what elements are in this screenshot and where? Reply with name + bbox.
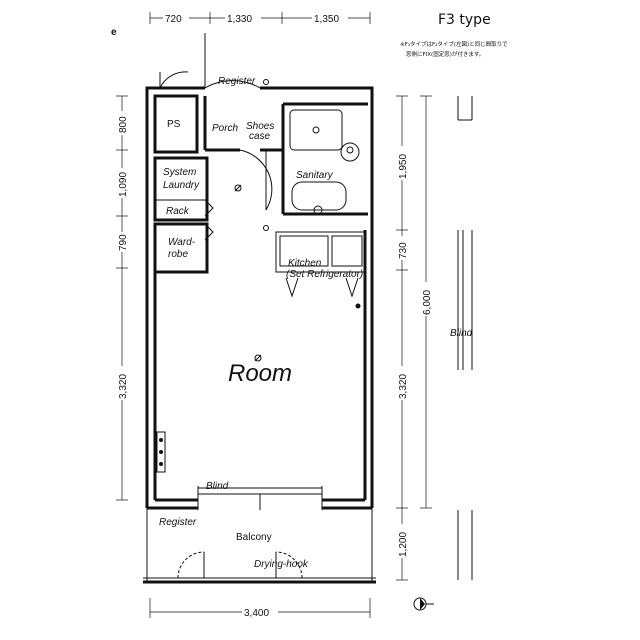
left-dimension-line <box>115 95 129 501</box>
dim-top-1330: 1,330 <box>227 14 252 25</box>
system-laundry-label-2: Laundry <box>163 180 200 191</box>
drying-hook-label: Drying-hook <box>254 559 309 570</box>
register-balcony-label: Register <box>159 517 197 528</box>
right-dimension-lines <box>395 95 433 581</box>
porch-label: Porch <box>212 123 239 134</box>
dim-left-790: 790 <box>118 234 129 251</box>
note-line-1: ※F₃タイプはF₂タイプ(左図)と同じ間取りで <box>400 40 508 48</box>
dim-top-720: 720 <box>165 14 182 25</box>
bottom-dimension-line <box>149 598 371 618</box>
ps-label: PS <box>167 119 181 130</box>
side-elevation <box>457 96 473 580</box>
top-dimension-line <box>149 12 371 24</box>
system-laundry-label-1: System <box>163 167 196 178</box>
dim-right-6000: 6,000 <box>422 290 433 315</box>
edge-fragment: e <box>111 27 117 38</box>
kitchen-label-2: (Set Refrigerator) <box>286 269 363 280</box>
dim-top-1350: 1,350 <box>314 14 339 25</box>
register-top-label: Register <box>218 76 256 87</box>
rack-label: Rack <box>166 206 190 217</box>
balcony-area <box>143 508 376 584</box>
dim-right-1950: 1,950 <box>398 154 409 179</box>
interior-walls <box>153 94 368 502</box>
wardrobe-label-1: Ward- <box>168 237 196 248</box>
wardrobe-label-2: robe <box>168 249 188 260</box>
doors <box>159 33 359 298</box>
ceiling-light-icon <box>234 146 354 362</box>
window-blind <box>197 486 323 510</box>
dim-left-1090: 1,090 <box>118 172 129 197</box>
shoes-case-label-2: case <box>249 131 271 142</box>
dim-right-730: 730 <box>398 242 409 259</box>
dim-left-800: 800 <box>118 116 129 133</box>
note-line-2: 窓側にFIX(固定窓)が付きます。 <box>406 50 484 58</box>
blind-side-label: Blind <box>450 328 473 339</box>
balcony-label: Balcony <box>236 532 272 543</box>
north-arrow-icon <box>413 597 434 611</box>
dim-right-1200: 1,200 <box>398 532 409 557</box>
outlet-icon <box>156 79 361 473</box>
dim-left-3320: 3,320 <box>118 374 129 399</box>
sanitary-fixtures <box>289 109 360 215</box>
sanitary-label: Sanitary <box>296 170 334 181</box>
blind-window-label: Blind <box>206 481 229 492</box>
type-label: F3 type <box>438 12 491 28</box>
room-label: Room <box>228 360 292 387</box>
shoes-case-label-1: Shoes <box>246 121 274 132</box>
kitchen-label-1: Kitchen <box>288 258 322 269</box>
exterior-walls <box>145 86 374 510</box>
dim-right-3320: 3,320 <box>398 374 409 399</box>
dim-bottom-3400: 3,400 <box>244 608 269 619</box>
